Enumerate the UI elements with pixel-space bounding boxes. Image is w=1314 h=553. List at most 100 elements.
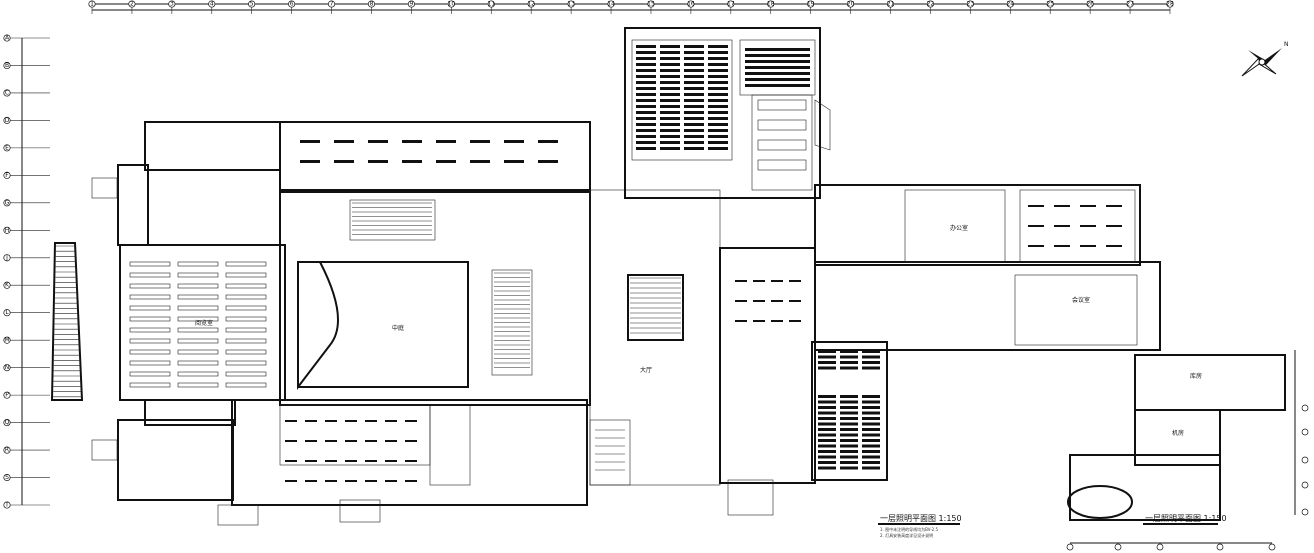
grid-bubble-top: 19 [807, 0, 815, 14]
annex-plan: 库房 机房 [1066, 350, 1309, 551]
grid-bubble-top: 12 [527, 0, 535, 14]
grid-bubble-top: 4 [208, 0, 216, 14]
annex-title: 一层照明平面图 1:150 [1143, 514, 1227, 525]
grid-label-top: 14 [607, 1, 615, 8]
grid-bubble-left: P [3, 391, 50, 399]
grid-bubble-left: B [3, 61, 50, 70]
grid-bubble-top: 2 [128, 0, 136, 14]
grid-label-top: 8 [370, 1, 374, 8]
grid-bubble-top: 5 [248, 0, 256, 14]
grid-bubble-top: 18 [767, 0, 775, 14]
grid-bubble-top: 22 [927, 0, 935, 14]
grid-label-top: 22 [927, 1, 935, 8]
room-label-annex-2: 机房 [1172, 429, 1184, 437]
grid-label-left: A [5, 35, 10, 42]
grid-label-top: 25 [1046, 1, 1054, 8]
grid-bubble-left: J [3, 254, 50, 262]
grid-label-left: D [5, 117, 10, 124]
grid-label-left: B [5, 62, 9, 69]
grid-bubble-top: 27 [1126, 0, 1134, 14]
grid-bubble-top: 14 [607, 0, 615, 14]
grid-bubble-left: Q [3, 419, 50, 427]
grid-bubble-left: R [3, 446, 50, 454]
north-label: N [1284, 41, 1289, 48]
atrium: 大厅 [589, 189, 721, 486]
grid-label-top: 4 [210, 1, 214, 8]
grid-label-top: 19 [807, 1, 815, 8]
west-ramp [50, 242, 84, 401]
grid-label-top: 7 [330, 1, 334, 8]
grid-bubble-left: L [3, 309, 50, 317]
grid-bubble-left: K [3, 281, 50, 289]
room-label-left-hall: 阅览室 [195, 319, 213, 327]
grid-label-left: E [5, 144, 9, 151]
grid-bubble-left: T [3, 501, 50, 509]
room-label-east-office-1: 办公室 [950, 224, 968, 232]
room-label-stair-hall: 大厅 [640, 366, 652, 374]
grid-label-top: 9 [409, 1, 413, 8]
grid-bubble-top: 26 [1086, 0, 1094, 14]
grid-label-left: S [5, 474, 9, 481]
grid-label-left: Q [5, 419, 10, 426]
grid-label-top: 12 [527, 1, 535, 8]
grid-bubble-left: H [3, 226, 50, 234]
grid-bubble-top: 9 [407, 0, 415, 14]
grid-label-left: P [5, 392, 9, 399]
grid-bubble-top: 10 [448, 0, 456, 14]
note-line-2: 2. 灯具安装高度详见设计说明 [880, 532, 933, 538]
grid-bubble-left: F [3, 171, 50, 179]
grid-bubble-left: C [3, 89, 50, 97]
grid-label-top: 21 [887, 1, 895, 8]
grid-label-top: 16 [687, 1, 695, 8]
grid-bubble-top: 15 [647, 0, 655, 14]
grid-bubble-left: S [3, 473, 50, 482]
grid-label-top: 1 [90, 1, 94, 8]
grid-label-top: 6 [290, 1, 294, 8]
grid-label-left: J [5, 254, 8, 261]
grid-label-top: 23 [967, 1, 975, 8]
grid-label-top: 5 [250, 1, 254, 8]
main-title: 一层照明平面图 1:150 [880, 514, 962, 523]
grid-label-left: K [5, 282, 10, 289]
grid-label-top: 20 [847, 1, 855, 8]
grid-bubble-top: 3 [168, 0, 176, 14]
grid-bubble-top: 17 [727, 0, 735, 14]
note-line-1: 1. 图中未注明的导线均为BV-2.5 [880, 526, 938, 532]
grid-label-left: F [5, 172, 9, 179]
east-wing: 办公室 会议室 [719, 184, 1161, 516]
grid-label-top: 27 [1126, 1, 1134, 8]
grid-bubble-left: G [3, 199, 50, 207]
grid-label-left: R [5, 447, 9, 454]
west-wing: 阅览室 [91, 121, 286, 501]
grid-label-top: 2 [130, 1, 134, 8]
grid-bubble-top: 16 [687, 0, 695, 14]
grid-label-left: L [5, 309, 9, 316]
grid-bubble-left: N [3, 364, 50, 372]
grid-bubble-left: A [3, 34, 50, 42]
grid-label-top: 10 [448, 1, 456, 8]
grid-label-left: N [5, 364, 10, 371]
grid-label-top: 18 [767, 1, 775, 8]
grid-bubble-top: 7 [328, 0, 336, 14]
south-central-block [217, 399, 631, 526]
grid-label-top: 17 [727, 1, 735, 8]
grid-bubble-top: 23 [967, 0, 975, 14]
annex-title-text: 一层照明平面图 1:150 [1145, 514, 1227, 523]
grid-label-top: 11 [487, 1, 495, 8]
grid-bubble-top: 6 [288, 0, 296, 14]
grid-bubble-top: 1 [88, 0, 96, 14]
grid-bubble-top: 24 [1006, 0, 1014, 14]
grid-label-top: 15 [647, 1, 655, 8]
grid-label-top: 24 [1006, 1, 1014, 8]
grid-label-top: 13 [567, 1, 575, 8]
grid-label-top: 26 [1086, 1, 1094, 8]
north-lecture-block [624, 27, 831, 199]
grid-bubble-top: 8 [367, 0, 376, 14]
left-grid-axis: A B C D E F G H J K L M N P Q R S T [3, 34, 50, 509]
grid-bubble-top: 25 [1046, 0, 1054, 14]
room-label-annex-1: 库房 [1190, 372, 1202, 380]
grid-bubble-left: M [3, 336, 50, 344]
north-arrow-icon: N [1241, 41, 1289, 77]
